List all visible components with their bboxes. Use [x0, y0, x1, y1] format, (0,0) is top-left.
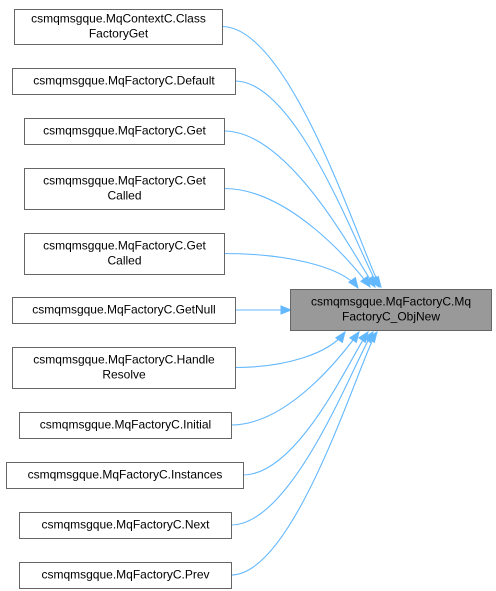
target-node[interactable]: csmqmsgque.MqFactoryC.MqFactoryC_ObjNew [290, 289, 492, 331]
edge-10 [230, 331, 378, 576]
arrowhead-6 [334, 330, 346, 344]
caller-node-1-box [12, 68, 236, 95]
caller-node-2-box [24, 118, 225, 145]
caller-node-7[interactable]: csmqmsgque.MqFactoryC.Initial [19, 412, 232, 439]
caller-node-10-label-line: csmqmsgque.MqFactoryC.Prev [41, 568, 209, 582]
edge-3 [223, 187, 371, 288]
caller-node-9[interactable]: csmqmsgque.MqFactoryC.Next [19, 512, 232, 539]
caller-node-9-label-line: csmqmsgque.MqFactoryC.Next [41, 518, 210, 532]
caller-node-6-label-line: csmqmsgque.MqFactoryC.Handle [33, 353, 215, 367]
caller-node-3-label-line: Called [107, 189, 141, 203]
caller-node-5-label-line: csmqmsgque.MqFactoryC.GetNull [32, 303, 215, 317]
edge-9 [230, 331, 374, 526]
edge-2 [223, 130, 376, 288]
edge-6 [234, 331, 346, 369]
caller-node-2[interactable]: csmqmsgque.MqFactoryC.Get [24, 118, 225, 145]
caller-node-0-label-line: csmqmsgque.MqContextC.Class [31, 12, 206, 26]
caller-node-1-label-line: csmqmsgque.MqFactoryC.Default [33, 74, 215, 88]
edge-4 [223, 252, 359, 289]
caller-node-10[interactable]: csmqmsgque.MqFactoryC.Prev [19, 562, 232, 589]
graph-nodes: csmqmsgque.MqContextC.ClassFactoryGetcsm… [6, 9, 492, 589]
arrowhead-7 [348, 330, 360, 344]
caller-node-4-label-line: csmqmsgque.MqFactoryC.Get [43, 239, 206, 253]
caller-node-4-box [24, 233, 225, 275]
caller-node-6-box [12, 347, 236, 389]
arrowhead-5 [280, 305, 293, 315]
edge-1 [234, 80, 380, 288]
caller-node-0-label-line: FactoryGet [89, 27, 149, 41]
caller-node-7-label-line: csmqmsgque.MqFactoryC.Initial [40, 418, 211, 432]
target-node-label-line: FactoryC_ObjNew [342, 310, 440, 324]
caller-node-6-label-line: Resolve [102, 368, 146, 382]
arrowhead-3 [359, 275, 371, 289]
arrowhead-2 [364, 275, 376, 289]
caller-node-8-label-line: csmqmsgque.MqFactoryC.Instances [28, 468, 223, 482]
caller-node-8-box [6, 462, 244, 489]
edge-7 [230, 331, 360, 426]
caller-node-1[interactable]: csmqmsgque.MqFactoryC.Default [12, 68, 236, 95]
caller-node-2-label-line: csmqmsgque.MqFactoryC.Get [43, 124, 206, 138]
caller-node-9-box [19, 512, 232, 539]
caller-node-5-box [12, 297, 236, 324]
caller-node-7-box [19, 412, 232, 439]
caller-node-5[interactable]: csmqmsgque.MqFactoryC.GetNull [12, 297, 236, 324]
caller-node-0-box [14, 9, 223, 45]
arrowhead-4 [347, 276, 359, 290]
caller-node-8[interactable]: csmqmsgque.MqFactoryC.Instances [6, 462, 244, 489]
edge-8 [242, 331, 369, 476]
graph-edges [221, 25, 382, 576]
caller-node-3-box [24, 168, 225, 210]
caller-node-10-box [19, 562, 232, 589]
edge-0 [221, 25, 382, 288]
target-node-label-line: csmqmsgque.MqFactoryC.Mq [311, 295, 471, 309]
target-node-box [290, 289, 492, 331]
caller-node-3-label-line: csmqmsgque.MqFactoryC.Get [43, 174, 206, 188]
arrowhead-10 [366, 330, 378, 344]
caller-node-4-label-line: Called [107, 254, 141, 268]
